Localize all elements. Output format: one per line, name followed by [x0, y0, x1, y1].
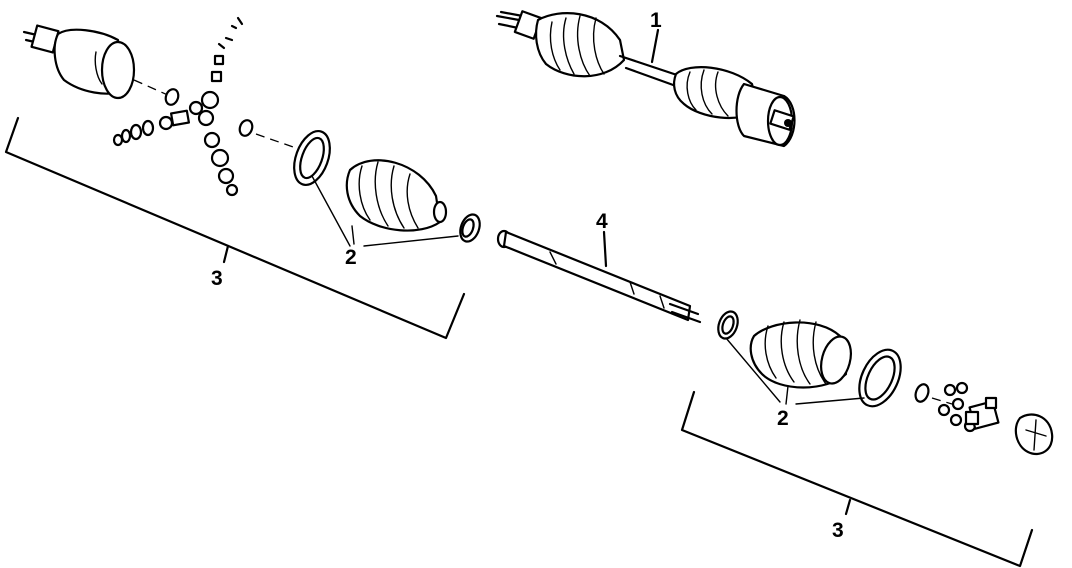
boot-clamp-small-left	[459, 213, 481, 243]
intermediate-shaft: 4	[496, 210, 702, 324]
boot-kit-callout-right: 2	[725, 337, 865, 430]
callout-1: 1	[650, 9, 662, 32]
outer-cv-housing-left	[22, 24, 171, 100]
joint-kit-bracket-right: 3	[680, 390, 1034, 568]
callout-3-left: 3	[211, 267, 223, 290]
callout-4: 4	[596, 210, 608, 233]
inner-joint-components-left	[112, 16, 297, 197]
inner-joint-components-right	[914, 381, 1054, 456]
joint-kit-bracket-left: 3	[4, 116, 466, 340]
callout-3-right: 3	[832, 519, 844, 542]
callout-2-right: 2	[777, 407, 789, 430]
callout-2-left: 2	[345, 246, 357, 269]
boot-clamp-large-left	[293, 130, 331, 186]
cv-boot-left	[345, 159, 448, 232]
boot-kit-callout-left: 2	[311, 175, 459, 269]
complete-axle-assembly: 1	[495, 9, 796, 148]
cv-boot-right	[749, 319, 852, 389]
boot-clamp-large-right	[858, 348, 902, 408]
boot-clamp-small-right	[717, 310, 739, 340]
